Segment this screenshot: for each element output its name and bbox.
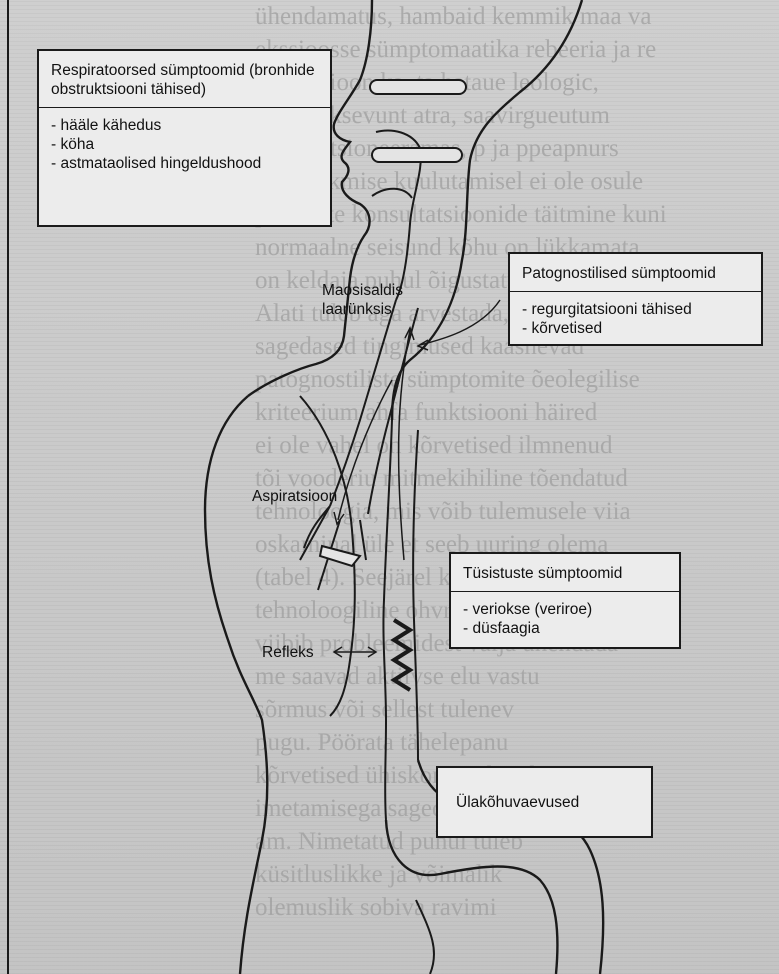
respiratory-symptoms-list: hääle kähedus köha astmataolised hingeld… xyxy=(39,108,330,181)
pathognostic-symptoms-list: regurgitatsiooni tähised kõrvetised xyxy=(510,292,761,346)
pathognostic-symptoms-title: Patognostilised sümptoomid xyxy=(510,254,761,292)
list-item: köha xyxy=(51,135,320,154)
diagram-panel: Respiratoorsed sümptoomid (bronhide obst… xyxy=(0,0,700,974)
neck-back xyxy=(392,0,582,420)
lung-outline xyxy=(205,396,267,974)
reflux-arrow-1 xyxy=(399,330,410,560)
nasal-passage-2 xyxy=(372,148,462,162)
list-item: veriokse (veriroe) xyxy=(463,600,669,619)
list-item: regurgitatsiooni tähised xyxy=(522,300,751,319)
respiratory-symptoms-title: Respiratoorsed sümptoomid (bronhide obst… xyxy=(39,51,330,108)
complications-symptoms-list: veriokse (veriroe) düsfaagia xyxy=(451,592,679,646)
stomach-lower xyxy=(416,900,434,974)
nasal-passage-1 xyxy=(370,80,466,94)
reflux-zigzag xyxy=(394,620,410,690)
list-item: astmataolised hingeldushood xyxy=(51,154,320,173)
list-item: düsfaagia xyxy=(463,619,669,638)
esophagus xyxy=(383,420,418,820)
complications-symptoms-box: Tüsistuste sümptoomid veriokse (veriroe)… xyxy=(449,552,681,649)
upper-abdominal-title: Ülakõhuvaevused xyxy=(456,793,579,812)
laryngeal-label: Maosisaldis laarünksis xyxy=(322,281,442,319)
aspiration-label: Aspiratsioon xyxy=(252,487,337,506)
respiratory-symptoms-box: Respiratoorsed sümptoomid (bronhide obst… xyxy=(37,49,332,227)
tongue-line xyxy=(372,189,412,198)
complications-symptoms-title: Tüsistuste sümptoomid xyxy=(451,554,679,592)
reflex-label: Refleks xyxy=(262,643,314,662)
upper-abdominal-box: Ülakõhuvaevused xyxy=(436,766,653,838)
list-item: hääle kähedus xyxy=(51,116,320,135)
list-item: kõrvetised xyxy=(522,319,751,338)
pathognostic-symptoms-box: Patognostilised sümptoomid regurgitatsio… xyxy=(508,252,763,346)
